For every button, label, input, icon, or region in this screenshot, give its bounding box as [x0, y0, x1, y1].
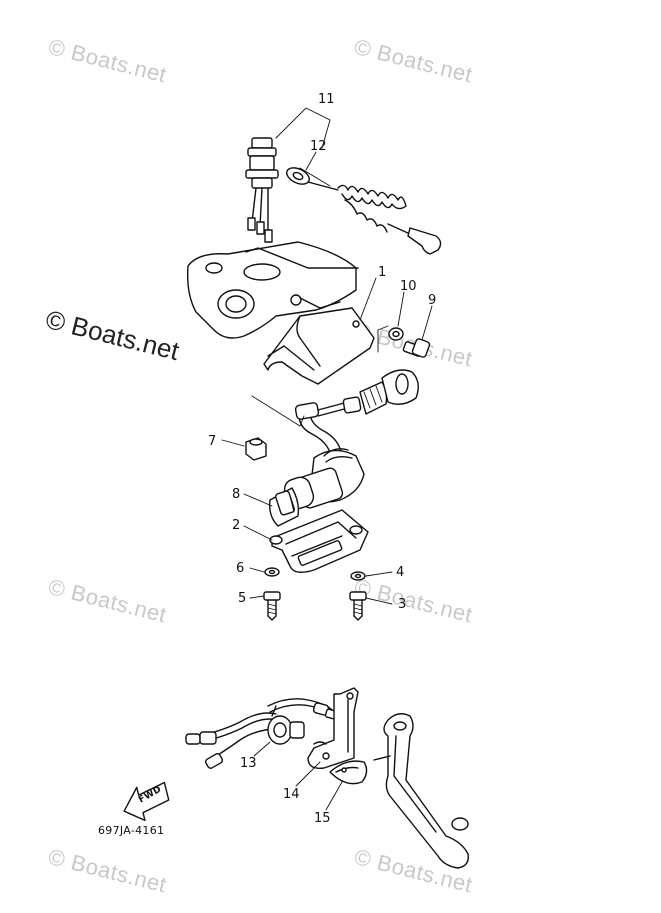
plate-part-14 [307, 687, 359, 769]
wire-harness [294, 369, 419, 495]
callout-9: 9 [428, 293, 437, 308]
callout-6: 6 [236, 561, 245, 576]
bolt-part-3 [349, 591, 367, 621]
neutral-switch-part-13 [185, 698, 338, 769]
bolt-part-9 [402, 338, 431, 358]
callout-7: 7 [208, 434, 217, 449]
callout-1: 1 [378, 265, 387, 280]
callout-13: 13 [240, 756, 257, 771]
washer-part-6 [264, 567, 280, 577]
washer-part-4 [350, 571, 366, 581]
callout-2: 2 [232, 518, 241, 533]
main-switch-part-8 [268, 448, 365, 527]
callout-12: 12 [310, 139, 327, 154]
washer-part-10 [388, 327, 404, 341]
callout-11: 11 [318, 92, 335, 107]
callout-4: 4 [396, 565, 405, 580]
callout-8: 8 [232, 487, 241, 502]
bracket-housing [186, 241, 359, 339]
callout-15: 15 [314, 811, 331, 826]
base-part-2 [269, 509, 369, 573]
callout-3: 3 [398, 597, 407, 612]
bolt-part-5 [263, 591, 281, 621]
callout-5: 5 [238, 591, 247, 606]
stop-switch-part-11 [245, 137, 279, 243]
clip-part-15 [329, 760, 368, 785]
callout-14: 14 [283, 787, 300, 802]
diagram-code: 697JA-4161 [98, 824, 165, 837]
cover-part-1 [263, 307, 375, 385]
shift-lever [373, 713, 469, 869]
fwd-arrow-icon [123, 781, 170, 822]
callout-10: 10 [400, 279, 417, 294]
nut-part-7 [245, 437, 267, 461]
lanyard-part-12 [286, 167, 442, 255]
